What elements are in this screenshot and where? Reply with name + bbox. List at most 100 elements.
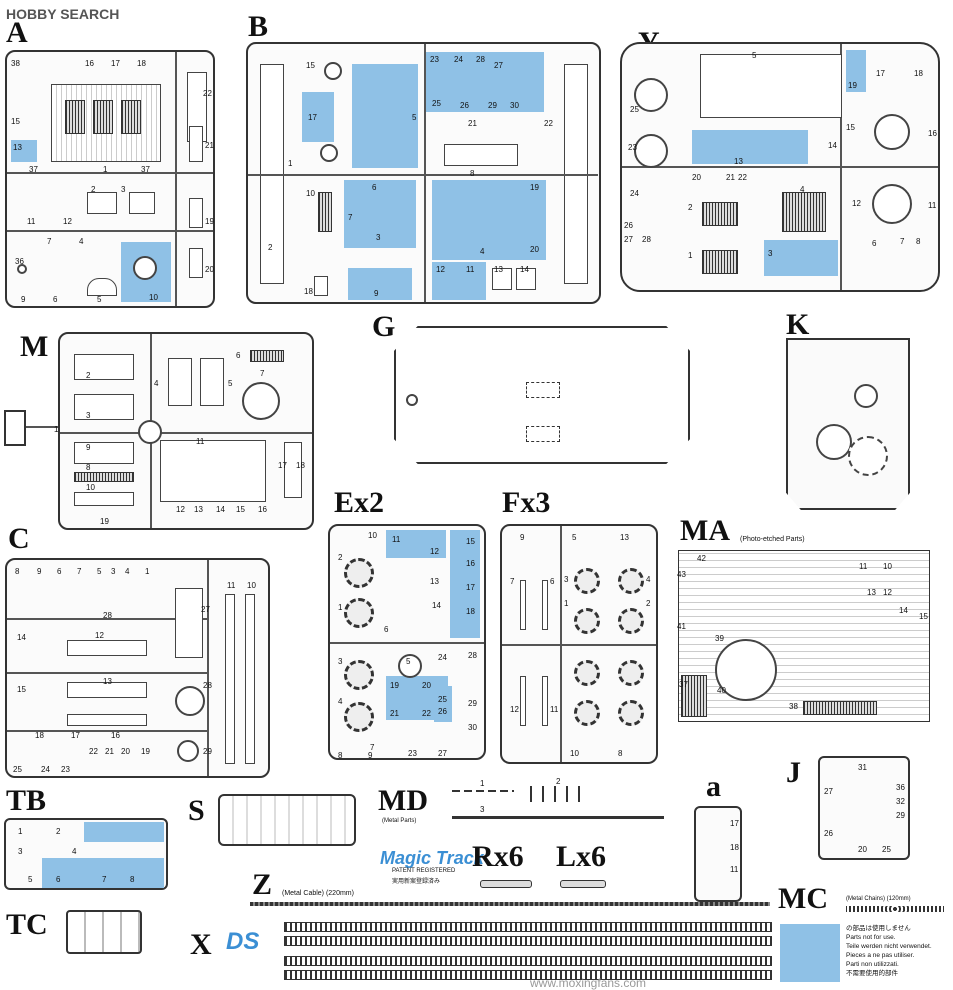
num-label: 11 <box>227 581 236 590</box>
part-7 <box>242 382 280 420</box>
suspension-arm <box>542 676 548 726</box>
sprocket-part-4 <box>344 702 374 732</box>
num-label: 12 <box>430 547 439 556</box>
num-label: 2 <box>646 599 651 608</box>
num-label: 9 <box>37 567 42 576</box>
legend-text: の部品は使用しません Parts not for use. Teile werd… <box>846 924 932 978</box>
num-label: 19 <box>141 747 150 756</box>
patent-text: PATENT REGISTERED <box>392 868 456 874</box>
part-2 <box>702 202 738 226</box>
sprue-label-fx3: Fx3 <box>502 486 551 519</box>
legend-line: Teile werden nicht verwendet. <box>846 943 932 950</box>
num-label: 25 <box>438 695 447 704</box>
etch-grille-38 <box>803 701 877 715</box>
num-label: 27 <box>494 61 503 70</box>
legend-line: Parti non utilizzati. <box>846 961 899 968</box>
num-label: 43 <box>677 570 686 579</box>
num-label: 38 <box>789 702 798 711</box>
sprue-a-runner <box>7 172 213 174</box>
num-label: 24 <box>454 55 463 64</box>
patent-jp-text: 実用新案登録済み <box>392 879 441 885</box>
num-label: 5 <box>97 295 102 304</box>
num-label: 28 <box>203 681 212 690</box>
hull-hole <box>816 424 852 460</box>
num-label: 15 <box>17 685 26 694</box>
sprue-label-a-small: a <box>706 770 721 803</box>
num-label: 14 <box>899 606 908 615</box>
num-label: 5 <box>412 113 417 122</box>
num-label: 29 <box>468 699 477 708</box>
num-label: 12 <box>510 705 519 714</box>
md-caption: (Metal Parts) <box>382 818 417 824</box>
num-label: 2 <box>338 553 343 562</box>
num-label: 13 <box>867 588 876 597</box>
num-label: 19 <box>205 217 214 226</box>
sprue-label-md: MD <box>378 784 428 817</box>
num-label: 6 <box>57 567 62 576</box>
num-label: 2 <box>86 371 91 380</box>
road-wheel <box>574 660 600 686</box>
wheel-part <box>133 256 157 280</box>
etch-part-39 <box>715 639 777 701</box>
num-label: 16 <box>111 731 120 740</box>
sprue-label-k: K <box>786 308 810 341</box>
num-label: 1 <box>103 165 108 174</box>
num-label: 15 <box>306 61 315 70</box>
num-label: 3 <box>338 657 343 666</box>
num-label: 18 <box>304 287 313 296</box>
sprue-fx3: 9 5 13 3 4 7 6 1 2 12 11 10 8 <box>500 524 658 764</box>
hull-hole <box>406 394 418 406</box>
sprue-y: 5 19 17 18 25 15 16 23 13 14 24 20 21 22… <box>620 42 940 292</box>
hobbysearch-watermark: HOBBY SEARCH <box>6 6 120 22</box>
num-label: 6 <box>384 625 389 634</box>
num-label: 16 <box>928 129 937 138</box>
num-label: 11 <box>859 562 868 571</box>
num-label: 15 <box>236 505 245 514</box>
num-label: 12 <box>852 199 861 208</box>
sprue-label-b: B <box>248 10 269 43</box>
metal-cable <box>250 902 770 906</box>
ds-track <box>284 970 772 980</box>
part-3 <box>74 394 134 420</box>
ma-caption: (Photo-etched Parts) <box>740 536 805 543</box>
num-label: 5 <box>406 657 411 666</box>
sprue-b-runner <box>248 174 598 176</box>
part-8 <box>74 472 134 482</box>
num-label: 5 <box>97 567 102 576</box>
num-label: 38 <box>11 59 20 68</box>
num-label: 26 <box>824 829 833 838</box>
num-label: 11 <box>928 201 937 210</box>
num-label: 13 <box>194 505 203 514</box>
ds-track <box>284 936 772 946</box>
part-17 <box>284 442 302 498</box>
num-label: 16 <box>466 559 475 568</box>
num-label: 8 <box>86 463 91 472</box>
track-link-left <box>560 880 606 888</box>
num-label: 11 <box>196 437 205 446</box>
num-label: 6 <box>56 875 61 884</box>
num-label: 21 <box>205 141 214 150</box>
num-label: 22 <box>544 119 553 128</box>
mc-caption: (Metal Chains) (120mm) <box>846 896 911 902</box>
num-label: 10 <box>570 749 579 758</box>
num-label: 27 <box>624 235 633 244</box>
num-label: 27 <box>201 605 210 614</box>
num-label: 7 <box>47 237 52 246</box>
magic-track-logo: Magic Track <box>380 848 484 868</box>
unused-parts-swatch <box>780 924 840 982</box>
num-label: 4 <box>338 697 343 706</box>
num-label: 7 <box>348 213 353 222</box>
num-label: 28 <box>103 611 112 620</box>
num-label: 8 <box>470 169 475 178</box>
num-label: 3 <box>86 411 91 420</box>
num-label: 23 <box>430 55 439 64</box>
road-wheel <box>574 608 600 634</box>
num-label: 25 <box>882 845 891 854</box>
num-label: 6 <box>53 295 58 304</box>
num-label: 14 <box>432 601 441 610</box>
num-label: 24 <box>41 765 50 774</box>
num-label: 20 <box>422 681 431 690</box>
num-label: 36 <box>896 783 905 792</box>
sprue-fx3-runner <box>502 644 656 646</box>
sprue-fx3-runner <box>560 526 562 762</box>
